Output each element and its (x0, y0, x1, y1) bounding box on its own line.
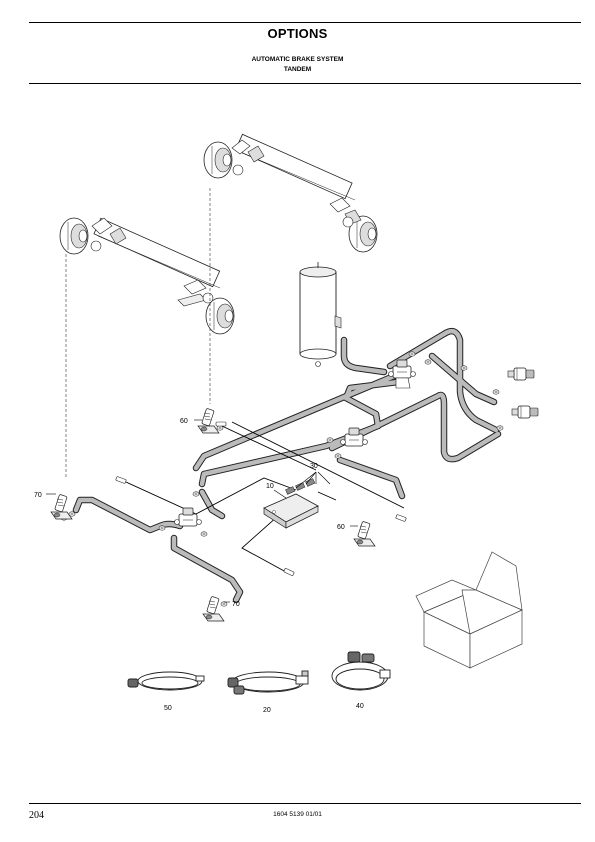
abs-sensor-60-upper (197, 407, 220, 434)
header-top-rule (29, 22, 581, 23)
cable-kit-40 (331, 651, 391, 691)
front-axle (59, 217, 235, 335)
cable-kit-50 (127, 671, 205, 691)
air-hoses (72, 327, 502, 604)
callout-30: 30 (310, 463, 318, 470)
section-title: AUTOMATIC BRAKE SYSTEM (251, 56, 344, 63)
callout-60-upper: 60 (180, 418, 188, 425)
wire-connectors (115, 421, 407, 576)
packaging-box (415, 551, 523, 669)
page-title: OPTIONS (267, 26, 328, 41)
rear-axle (203, 133, 378, 253)
callout-leaders (46, 419, 358, 603)
relay-valve-lower (174, 507, 202, 527)
callout-50: 50 (164, 705, 172, 712)
callout-10: 10 (266, 483, 274, 490)
callout-70-lower: 70 (232, 601, 240, 608)
page-number: 204 (29, 810, 44, 821)
header-bottom-rule (29, 83, 581, 84)
air-tank (299, 262, 342, 367)
trailer-coupling-lower (511, 405, 539, 419)
fitting-washers (60, 351, 504, 607)
footer-rule (29, 803, 581, 804)
trailer-coupling-upper (507, 367, 535, 381)
relay-valve-upper (388, 359, 416, 389)
document-reference: 1604 5139 01/01 (273, 811, 322, 818)
callout-60-right: 60 (337, 524, 345, 531)
abs-sensor-70-left (50, 493, 73, 520)
callout-20: 20 (263, 707, 271, 714)
section-subtitle: TANDEM (283, 66, 312, 73)
abs-sensor-70-lower (202, 595, 225, 622)
callout-40: 40 (356, 703, 364, 710)
callout-70-left: 70 (34, 492, 42, 499)
abs-sensor-60-right (353, 520, 376, 547)
abs-control-unit (263, 478, 319, 529)
cable-kit-20 (227, 670, 309, 695)
sensor-leaders (65, 188, 211, 478)
